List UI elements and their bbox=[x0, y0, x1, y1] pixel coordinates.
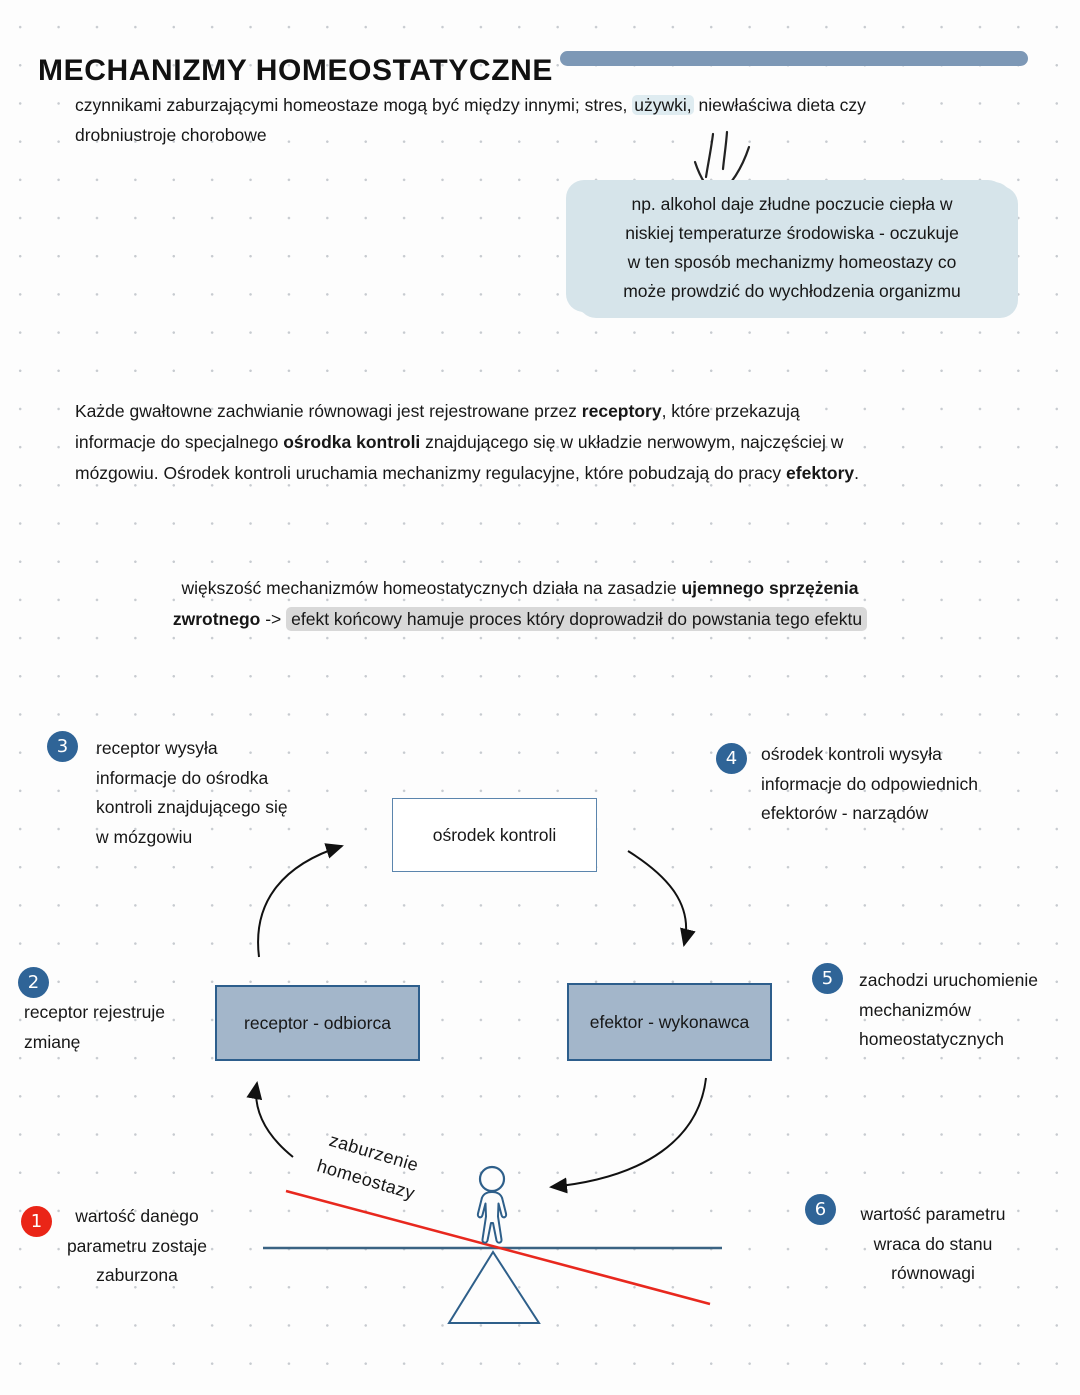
step-line: mechanizmów bbox=[859, 999, 971, 1020]
receptor-label: receptor - odbiorca bbox=[244, 1012, 391, 1033]
person-icon bbox=[476, 1165, 508, 1244]
body-text: Każde gwałtowne zachwianie równowagi jes… bbox=[75, 401, 582, 421]
intro-line-1: czynnikami zaburzającymi homeostaze mogą… bbox=[75, 90, 866, 120]
step-3-text: receptor wysyła informacje do ośrodka ko… bbox=[96, 734, 288, 852]
step-2-text: receptor rejestruje zmianę bbox=[24, 998, 165, 1057]
step-line: informacje do odpowiednich bbox=[761, 773, 978, 794]
step-2-badge: 2 bbox=[18, 967, 49, 998]
receptor-box: receptor - odbiorca bbox=[215, 985, 420, 1061]
intro-line-2: drobniustroje chorobowe bbox=[75, 125, 267, 145]
step-line: wartość parametru bbox=[860, 1204, 1006, 1224]
body-line-1: Każde gwałtowne zachwianie równowagi jes… bbox=[75, 396, 800, 426]
body-text: znajdującego się w układzie nerwowym, na… bbox=[420, 432, 844, 452]
step-line: receptor rejestruje bbox=[24, 1002, 166, 1022]
body-text: informacje do specjalnego bbox=[75, 432, 284, 452]
body-text: , które przekazują bbox=[661, 401, 800, 421]
arrow-receptor-to-control bbox=[257, 843, 344, 958]
intro-text: niewłaściwa dieta czy bbox=[693, 95, 866, 115]
feedback-text-bold: ujemnego sprzężenia bbox=[681, 578, 859, 598]
arrow-effector-to-balance bbox=[549, 1077, 707, 1194]
note-line: może prowdzić do wychłodzenia organizmu bbox=[623, 281, 961, 301]
step-3-badge: 3 bbox=[47, 731, 78, 762]
step-line: kontroli znajdującego się bbox=[96, 797, 288, 817]
step-line: zaburzona bbox=[96, 1265, 178, 1285]
disturbance-red-line bbox=[285, 1189, 711, 1306]
step-line: parametru zostaje bbox=[66, 1235, 208, 1256]
step-5-badge: 5 bbox=[812, 963, 843, 994]
feedback-text-bold: zwrotnego bbox=[172, 609, 261, 629]
step-line: informacje do ośrodka bbox=[96, 767, 269, 788]
step-line: efektorów - narządów bbox=[761, 803, 929, 823]
note-line: np. alkohol daje złudne poczucie ciepła … bbox=[631, 194, 953, 214]
feedback-text: większość mechanizmów homeostatycznych d… bbox=[181, 578, 682, 598]
note-line: w ten sposób mechanizmy homeostazy co bbox=[627, 252, 957, 272]
control-center-box: ośrodek kontroli bbox=[392, 798, 597, 872]
feedback-text: -> bbox=[260, 609, 287, 629]
step-line: ośrodek kontroli wysyła bbox=[761, 744, 942, 764]
feedback-line-1: większość mechanizmów homeostatycznych d… bbox=[95, 573, 945, 604]
body-text-bold: efektory bbox=[786, 463, 855, 483]
balance-fulcrum-triangle bbox=[447, 1250, 541, 1324]
step-6-badge: 6 bbox=[805, 1194, 836, 1225]
step-4-badge: 4 bbox=[716, 743, 747, 774]
page-title: MECHANIZMY HOMEOSTATYCZNE bbox=[38, 54, 553, 88]
body-text: mózgowiu. Ośrodek kontroli uruchamia mec… bbox=[75, 463, 787, 483]
feedback-line-2: zwrotnego -> efekt końcowy hamuje proces… bbox=[95, 604, 945, 635]
effector-box: efektor - wykonawca bbox=[567, 983, 772, 1061]
step-line: wartość danego bbox=[75, 1206, 199, 1226]
body-line-3: mózgowiu. Ośrodek kontroli uruchamia mec… bbox=[75, 458, 859, 488]
title-accent-bar bbox=[560, 51, 1028, 66]
body-text-bold: receptory bbox=[581, 401, 662, 421]
homeostasis-disturbance-label: zaburzenie homeostazy bbox=[288, 1117, 452, 1214]
step-line: zmianę bbox=[24, 1031, 81, 1052]
highlighted-note: np. alkohol daje złudne poczucie ciepła … bbox=[572, 182, 1012, 314]
step-line: homeostatycznych bbox=[859, 1029, 1004, 1049]
highlighted-word: używki, bbox=[632, 95, 694, 115]
step-1-badge: 1 bbox=[21, 1206, 52, 1237]
note-line: niskiej temperaturze środowiska - oczuku… bbox=[625, 223, 959, 243]
step-1-text: wartość danego parametru zostaje zaburzo… bbox=[52, 1202, 222, 1291]
arrow-control-to-effector bbox=[627, 850, 696, 947]
step-line: w mózgowiu bbox=[96, 826, 193, 847]
feedback-highlighted-text: efekt końcowy hamuje proces który doprow… bbox=[286, 607, 868, 631]
intro-text: czynnikami zaburzającymi homeostaze mogą… bbox=[75, 95, 633, 115]
body-text: . bbox=[854, 463, 860, 483]
feedback-paragraph: większość mechanizmów homeostatycznych d… bbox=[95, 573, 945, 635]
step-line: wraca do stanu bbox=[873, 1233, 993, 1254]
step-4-text: ośrodek kontroli wysyła informacje do od… bbox=[761, 740, 978, 829]
arrow-balance-to-receptor bbox=[246, 1081, 294, 1158]
control-center-label: ośrodek kontroli bbox=[432, 824, 557, 845]
body-line-2: informacje do specjalnego ośrodka kontro… bbox=[75, 427, 843, 457]
body-text-bold: ośrodka kontroli bbox=[283, 432, 421, 452]
step-line: receptor wysyła bbox=[96, 738, 218, 758]
step-5-text: zachodzi uruchomienie mechanizmów homeos… bbox=[859, 966, 1038, 1055]
step-line: równowagi bbox=[891, 1263, 975, 1283]
step-line: zachodzi uruchomienie bbox=[859, 970, 1038, 990]
effector-label: efektor - wykonawca bbox=[589, 1011, 750, 1032]
step-6-text: wartość parametru wraca do stanu równowa… bbox=[843, 1200, 1023, 1289]
